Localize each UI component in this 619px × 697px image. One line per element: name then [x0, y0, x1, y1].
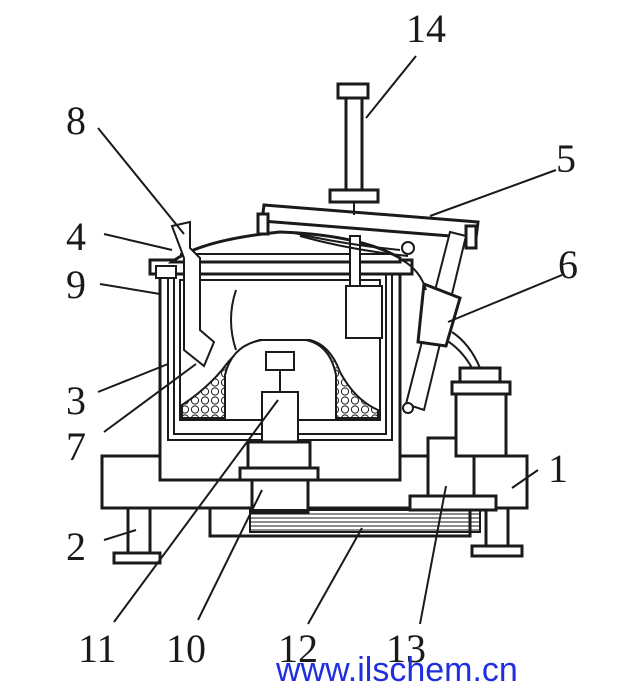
tilting-arm	[401, 230, 468, 414]
label-12: 12	[278, 626, 318, 671]
leader-lines	[97, 55, 563, 625]
watermark: www.ilschem.cn	[276, 651, 518, 689]
label-4: 4	[66, 214, 86, 259]
label-3: 3	[66, 378, 86, 423]
label-10: 10	[166, 626, 206, 671]
label-5: 5	[556, 136, 576, 181]
dome-lid	[167, 230, 402, 264]
side-wall	[155, 265, 177, 279]
label-7: 7	[66, 424, 86, 469]
label-1: 1	[548, 446, 568, 491]
support-legs	[112, 506, 524, 565]
lifting-cylinder	[328, 82, 380, 215]
top-beam	[256, 203, 480, 250]
center-shaft	[261, 351, 299, 443]
label-6: 6	[558, 242, 578, 287]
label-11: 11	[78, 626, 117, 671]
label-8: 8	[66, 98, 86, 143]
label-2: 2	[66, 524, 86, 569]
feed-pipe	[170, 220, 216, 368]
drive-belt	[249, 509, 481, 533]
right-column	[445, 331, 512, 458]
label-14: 14	[406, 6, 446, 51]
scraper-arms	[289, 231, 409, 339]
drive-motor	[408, 436, 498, 512]
lower-motor	[238, 440, 320, 514]
part-labels: 1 2 3 4 5 6 7 8 9 10 11 12 13 14	[66, 6, 578, 671]
label-13: 13	[386, 626, 426, 671]
label-9: 9	[66, 262, 86, 307]
